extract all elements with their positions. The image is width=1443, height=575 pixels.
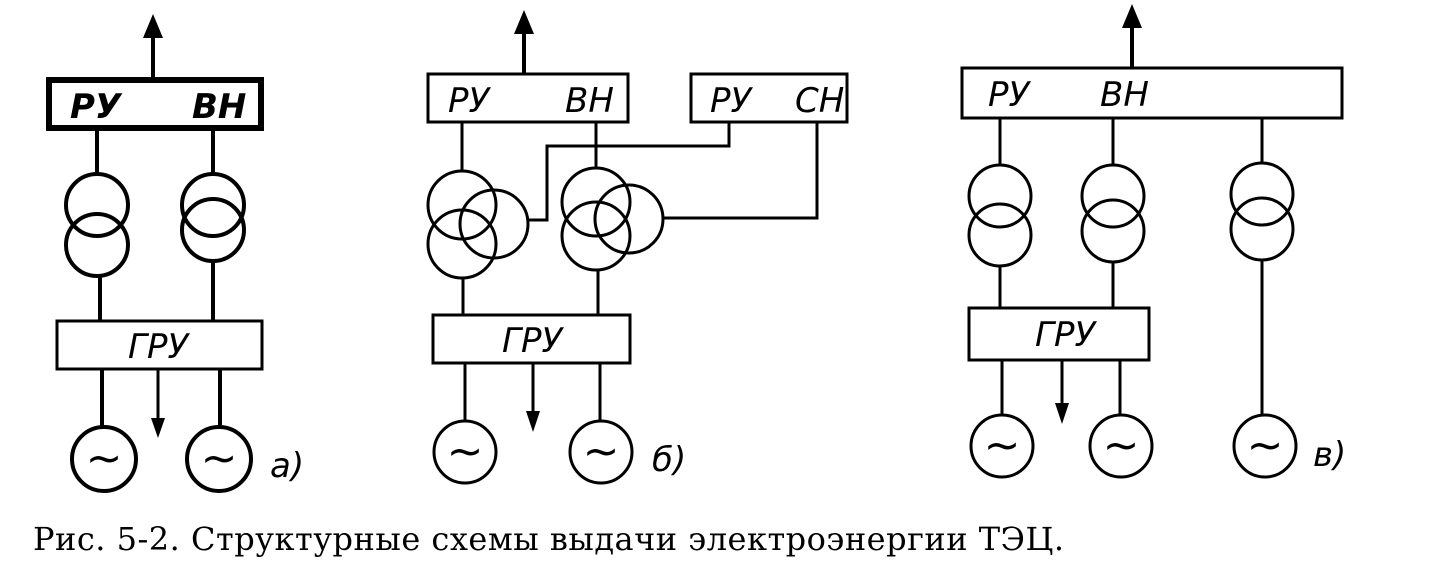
diagram-c-generator-2: [1088, 413, 1154, 479]
diagram-b-transformer-1-winding-mv: [458, 188, 530, 260]
diagram-c: [960, 4, 1344, 479]
diagram-c-output-arrowhead: [1122, 4, 1142, 28]
diagram-a-transformer-2-winding-bottom: [180, 197, 246, 263]
figure-caption: Рис. 5-2. Структурные схемы выдачи элект…: [33, 520, 1065, 558]
diagram-b-line-t1-to-sn: [528, 122, 731, 222]
diagram-b-transformer-1-winding-hv: [426, 169, 498, 241]
diagram-b-ru2-label: РУ: [710, 81, 754, 121]
diagram-b-ru-label: РУ: [448, 81, 492, 121]
diagram-b-ru-vn-box: [426, 72, 630, 124]
diagram-c-load-arrowhead: [1055, 403, 1069, 424]
diagram-c-ru-vn-box: [960, 66, 1344, 120]
diagram-c-transformer-2-winding-top: [1080, 163, 1146, 229]
diagram-a-transformer-1-winding-bottom: [64, 212, 130, 278]
diagram-c-transformer-1-winding-top: [967, 163, 1033, 229]
diagram-a-generator-2: [185, 425, 253, 493]
diagram-a: [46, 14, 264, 493]
diagram-b-output-arrowhead: [514, 10, 534, 34]
diagram-a-generator-1: [70, 425, 138, 493]
diagram-b-generator-2: [568, 419, 634, 485]
diagram-c-generator-3: [1232, 413, 1298, 479]
diagram-c-generator-1-symbol: ~: [984, 420, 1021, 471]
diagram-a-ru-vn-box: [46, 77, 264, 131]
diagram-c-transformer-3-winding-bottom: [1229, 196, 1295, 262]
diagram-a-load-arrowhead: [151, 418, 165, 438]
diagram-c-transformer-3-winding-top: [1229, 161, 1295, 227]
diagram-b-transformer-2-winding-lv: [560, 200, 632, 272]
diagram-b-generator-2-symbol: ~: [583, 426, 620, 477]
diagram-c-gru-box: [967, 306, 1151, 362]
diagram-a-output-arrowhead: [143, 14, 163, 38]
diagram-b-sn-label: СН: [795, 81, 844, 121]
diagram-c-panel-letter: в): [1313, 435, 1346, 475]
diagram-a-panel-letter: а): [270, 446, 304, 486]
diagram-b-gru-label: ГРУ: [502, 321, 564, 361]
diagram-b: [426, 10, 849, 485]
diagram-c-ru-label: РУ: [988, 75, 1032, 115]
diagram-a-vn-label: ВН: [192, 87, 246, 127]
diagram-a-generator-1-symbol: ~: [86, 433, 123, 484]
diagram-c-generator-2-symbol: ~: [1103, 420, 1140, 471]
diagram-c-generator-1: [969, 413, 1035, 479]
diagram-b-generator-1-symbol: ~: [447, 426, 484, 477]
diagram-a-transformer-2-winding-top: [180, 172, 246, 238]
diagram-b-ru-sn-box: [689, 72, 849, 124]
diagram-b-load-arrowhead: [526, 411, 540, 432]
diagram-c-gru-label: ГРУ: [1035, 315, 1097, 355]
diagram-a-gru-label: ГРУ: [128, 327, 190, 367]
diagram-a-generator-2-symbol: ~: [201, 433, 238, 484]
diagram-c-transformer-2-winding-bottom: [1080, 198, 1146, 264]
diagram-c-transformer-1-winding-bottom: [967, 202, 1033, 268]
diagram-b-panel-letter: б): [652, 440, 686, 480]
diagram-a-ru-label: РУ: [70, 87, 123, 127]
diagram-b-vn-label: ВН: [565, 81, 614, 121]
diagram-a-transformer-1-winding-top: [64, 172, 130, 238]
diagram-b-generator-1: [432, 419, 498, 485]
diagram-c-generator-3-symbol: ~: [1247, 420, 1284, 471]
diagram-b-transformer-1-winding-lv: [426, 208, 498, 280]
diagram-c-vn-label: ВН: [1100, 75, 1149, 115]
diagram-b-transformer-2-winding-hv: [560, 166, 632, 238]
diagram-b-line-t2-to-sn: [663, 122, 819, 220]
